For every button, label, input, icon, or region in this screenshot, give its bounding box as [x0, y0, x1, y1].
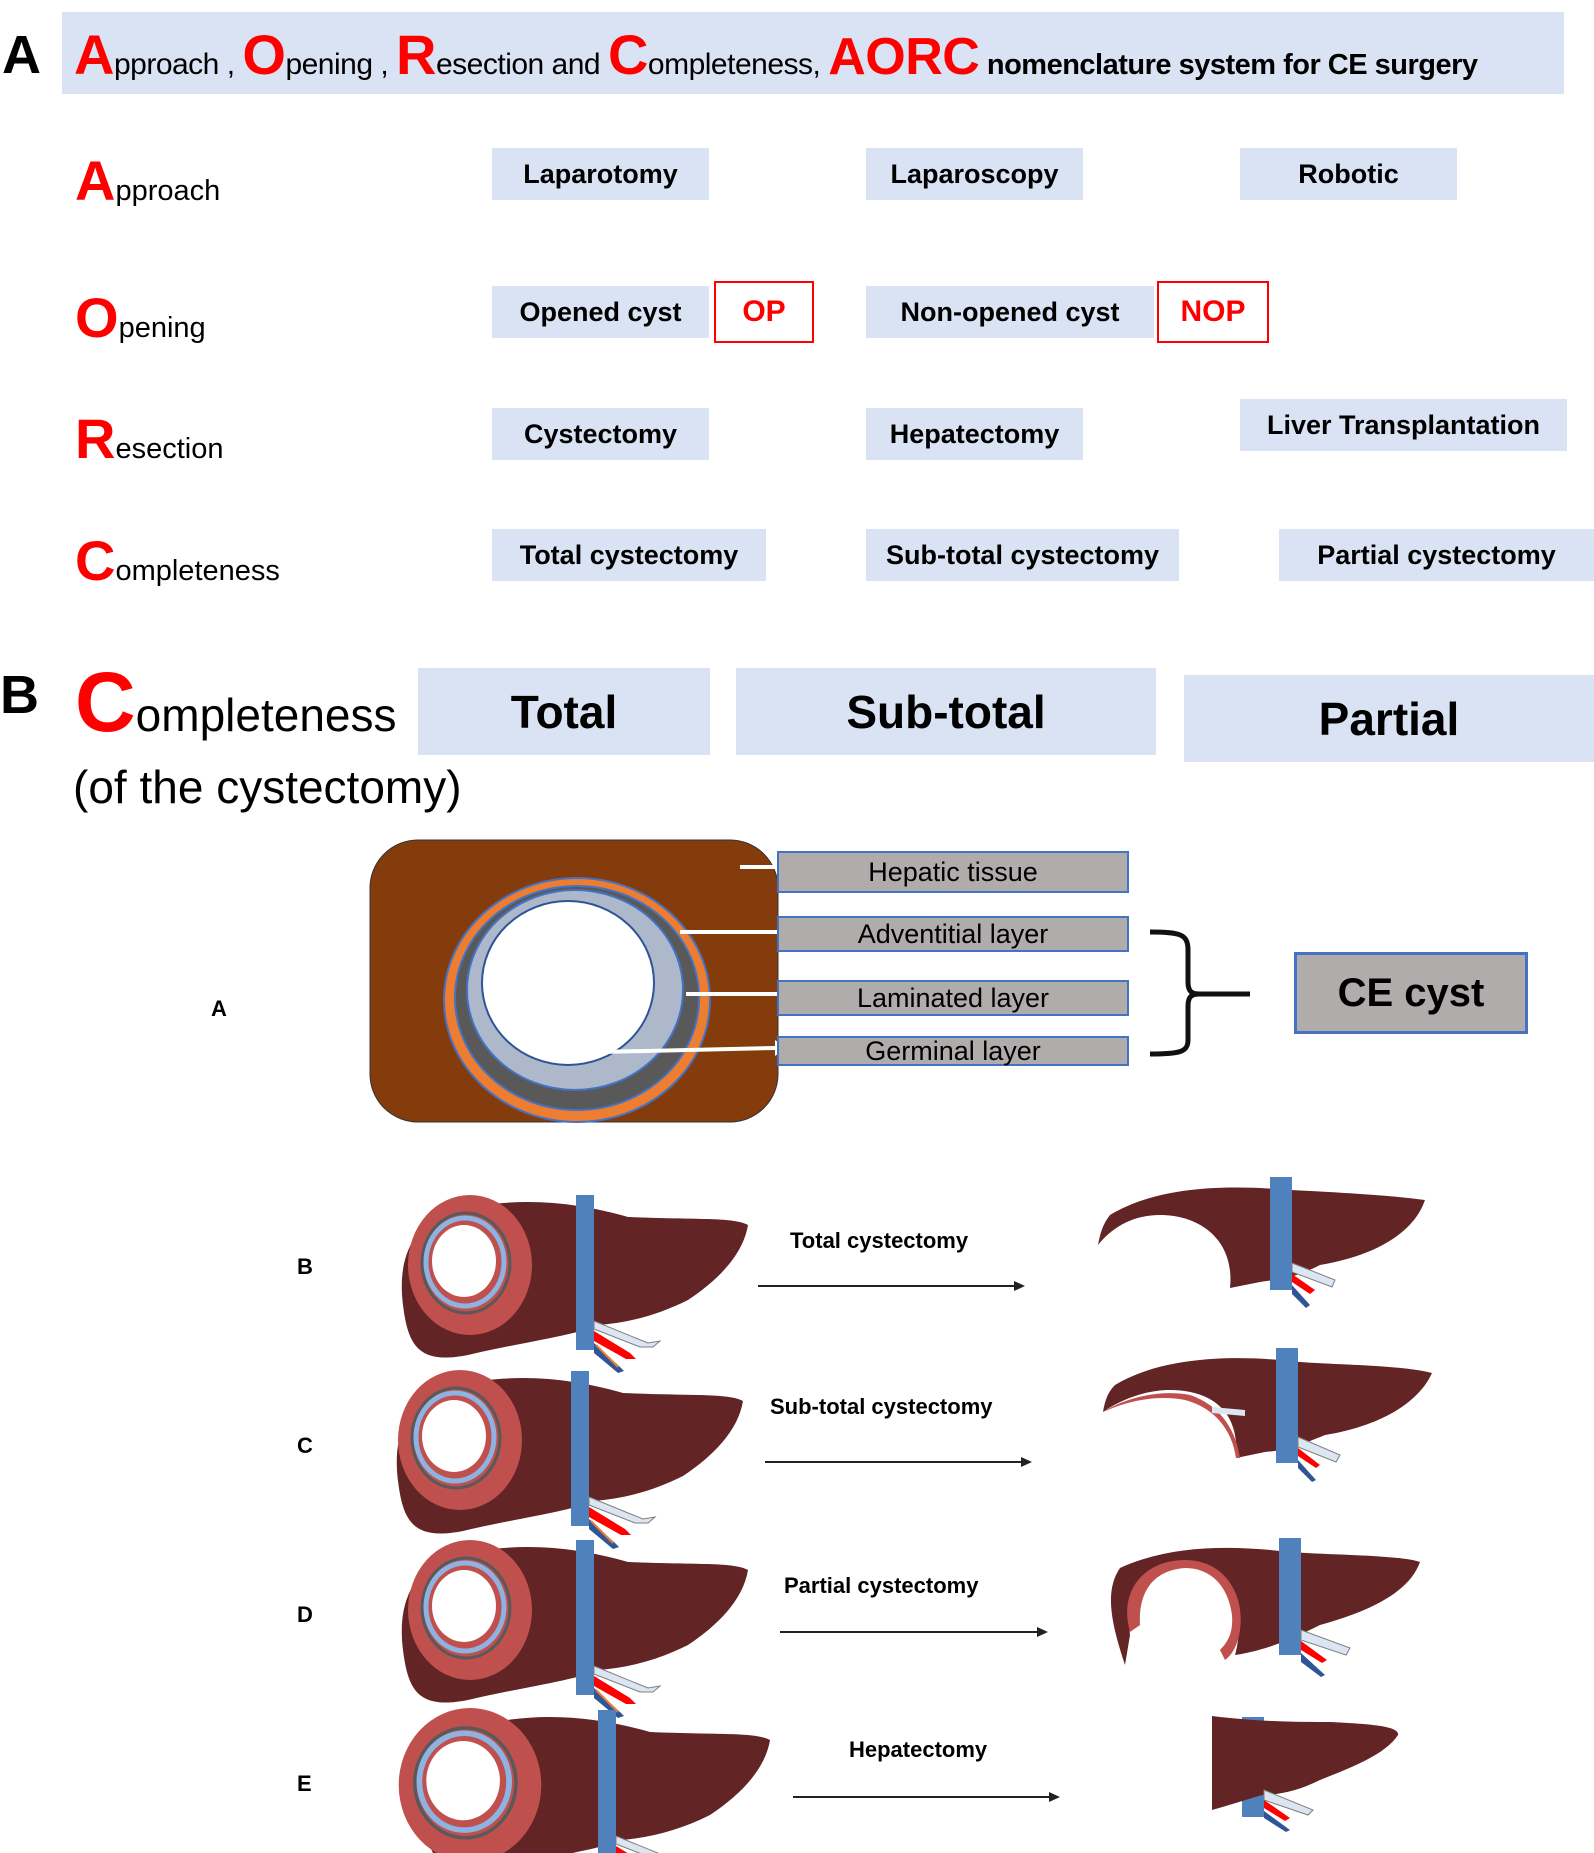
- procedure-partial-cystectomy: Partial cystectomy: [784, 1573, 979, 1598]
- pre-op-liver-d: [400, 1540, 749, 1719]
- row-rest: pproach: [115, 175, 221, 207]
- post-op-liver-c: [1103, 1348, 1432, 1482]
- row-label-approach: Approach: [75, 148, 220, 213]
- option-laparotomy: Laparotomy: [492, 148, 709, 200]
- diagram-label-a: A: [211, 996, 227, 1021]
- title-initial-o: O: [242, 23, 286, 86]
- row-label-e: E: [297, 1771, 312, 1796]
- pre-op-liver-c: [397, 1370, 744, 1550]
- arrow-c: [765, 1457, 1032, 1467]
- cyst-lumen: [481, 900, 655, 1066]
- arrow-d: [780, 1627, 1048, 1637]
- option-laparoscopy: Laparoscopy: [866, 148, 1083, 200]
- title-initial-c: C: [607, 23, 648, 86]
- completeness-heading: Completeness: [75, 654, 397, 751]
- row-label-c: C: [297, 1433, 313, 1458]
- procedure-sub-total-cystectomy: Sub-total cystectomy: [770, 1394, 993, 1419]
- title-initial-r: R: [396, 23, 436, 86]
- brace-icon: [1149, 929, 1250, 1057]
- row-label-resection: Resection: [75, 406, 223, 471]
- ce-cyst-box: CE cyst: [1294, 952, 1528, 1034]
- option-sub-total-cystectomy: Sub-total cystectomy: [866, 529, 1179, 581]
- heading-rest: ompleteness: [135, 689, 397, 741]
- option-robotic: Robotic: [1240, 148, 1457, 200]
- post-op-liver-b: [1098, 1177, 1425, 1308]
- layer-adventitial: Adventitial layer: [777, 916, 1129, 952]
- post-op-liver-e: [1212, 1716, 1399, 1832]
- post-op-liver-d: [1110, 1538, 1420, 1677]
- completeness-subheading: (of the cystectomy): [73, 761, 462, 813]
- panel-b-letter: B: [0, 665, 39, 725]
- title-initial-a: A: [74, 23, 114, 86]
- option-cystectomy: Cystectomy: [492, 408, 709, 460]
- code-op: OP: [714, 281, 814, 343]
- heading-initial: C: [75, 655, 136, 749]
- title-word-approach: pproach ,: [113, 48, 243, 81]
- category-sub-total: Sub-total: [736, 668, 1156, 755]
- row-rest: ompleteness: [115, 555, 280, 587]
- row-rest: esection: [115, 433, 224, 465]
- row-initial: O: [75, 286, 119, 349]
- option-non-opened-cyst: Non-opened cyst: [866, 286, 1154, 338]
- layer-germinal: Germinal layer: [777, 1036, 1129, 1066]
- pre-op-liver-e: [399, 1708, 771, 1853]
- option-liver-transplantation: Liver Transplantation: [1240, 399, 1567, 451]
- row-label-b: B: [297, 1254, 313, 1279]
- option-partial-cystectomy: Partial cystectomy: [1279, 529, 1594, 581]
- procedure-total-cystectomy: Total cystectomy: [790, 1228, 969, 1253]
- row-initial: C: [75, 529, 116, 592]
- arrow-e: [793, 1792, 1060, 1802]
- title-banner: [62, 12, 1564, 94]
- row-rest: pening: [118, 312, 206, 344]
- row-label-completeness: Completeness: [75, 528, 280, 593]
- category-total: Total: [418, 668, 710, 755]
- title-word-completeness: ompleteness,: [647, 48, 829, 81]
- title-text: Approach , Opening , Resection and Compl…: [74, 22, 1478, 87]
- title-acronym: AORC: [828, 28, 980, 86]
- category-partial: Partial: [1184, 675, 1594, 762]
- row-label-opening: Opening: [75, 285, 206, 350]
- row-initial: A: [75, 149, 116, 212]
- pre-op-liver-b: [400, 1195, 749, 1374]
- row-label-d: D: [297, 1602, 313, 1627]
- code-nop: NOP: [1157, 281, 1269, 343]
- procedure-hepatectomy: Hepatectomy: [849, 1737, 988, 1762]
- option-total-cystectomy: Total cystectomy: [492, 529, 766, 581]
- layer-laminated: Laminated layer: [777, 980, 1129, 1016]
- row-initial: R: [75, 407, 116, 470]
- option-hepatectomy: Hepatectomy: [866, 408, 1083, 460]
- panel-a-letter: A: [2, 25, 41, 85]
- layer-hepatic-tissue: Hepatic tissue: [777, 851, 1129, 893]
- title-word-opening: pening ,: [285, 48, 397, 81]
- title-suffix: nomenclature system for CE surgery: [979, 49, 1478, 81]
- title-word-resection: esection and: [435, 48, 608, 81]
- option-opened-cyst: Opened cyst: [492, 286, 709, 338]
- arrow-b: [758, 1281, 1025, 1291]
